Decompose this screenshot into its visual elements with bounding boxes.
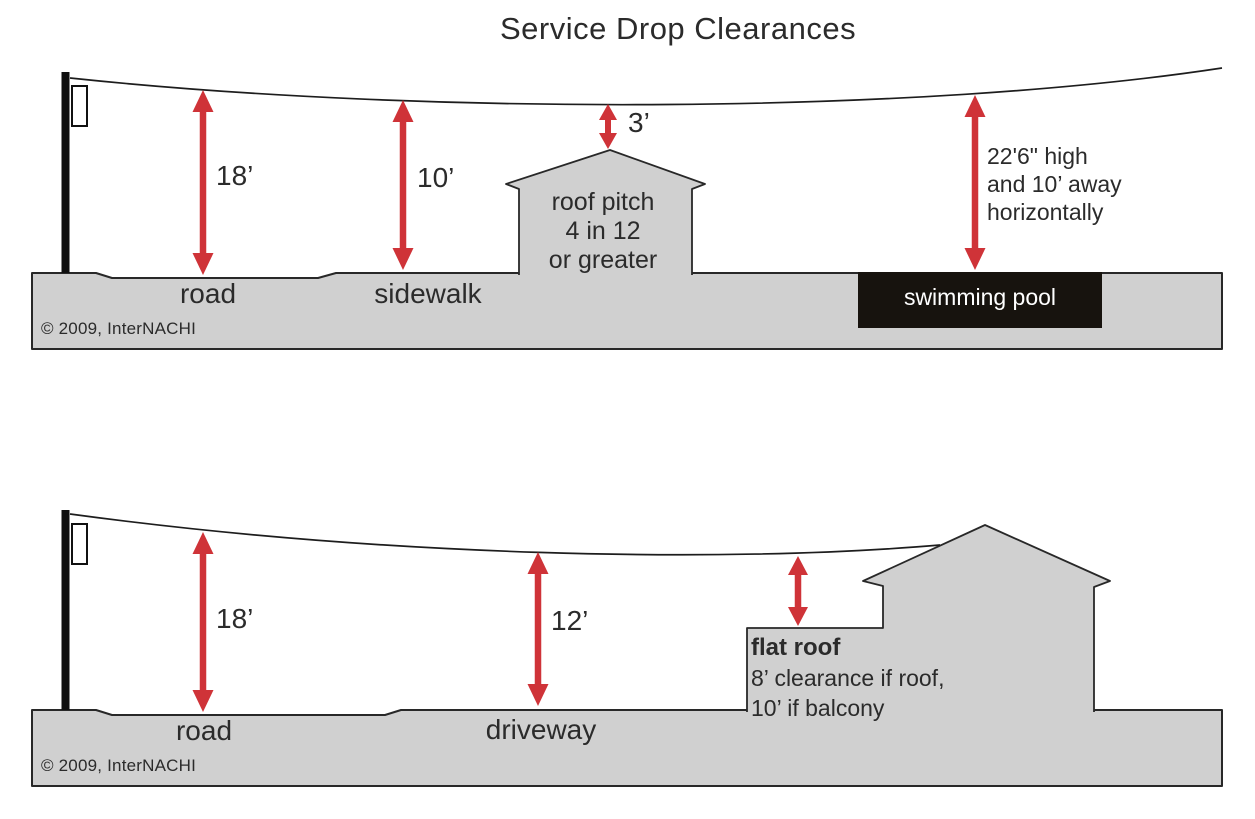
pole-equipment-box-icon-2 [71,523,88,565]
clearance-arrow-roof-peak-3ft [599,104,617,149]
roof-pitch-line1: roof pitch [551,188,655,216]
copyright-top: © 2009, InterNACHI [41,319,197,338]
clearance-arrow-road-18ft [192,90,214,275]
clearance-arrow-pool [964,95,986,270]
pool-note-line3: horizontally [987,199,1104,225]
roof-pitch-line3: or greater [548,246,658,274]
surface-label-road-bottom: road [175,715,233,746]
pool-clearance-note: 22'6" high and 10’ away horizontally [987,142,1122,226]
utility-pole-top [61,72,70,273]
clearance-arrow-road-18ft-2 [192,532,214,712]
clearance-arrow-driveway-12ft [527,552,549,706]
pool-note-line2: and 10’ away [987,171,1122,197]
surface-label-sidewalk: sidewalk [374,278,482,309]
utility-pole-bottom [61,510,70,710]
flat-roof-line1: 8’ clearance if roof, [751,665,945,691]
clearance-label-roof-peak: 3’ [628,107,650,138]
flat-roof-title: flat roof [751,634,841,661]
flat-roof-building-outline [746,524,1111,712]
roof-pitch-line2: 4 in 12 [565,217,641,245]
surface-label-driveway: driveway [485,714,597,745]
flat-roof-line2: 10’ if balcony [751,695,885,721]
roof-pitch-note: roof pitch 4 in 12 or greater [520,188,686,275]
copyright-bottom: © 2009, InterNACHI [41,756,197,775]
clearance-label-sidewalk: 10’ [417,162,455,193]
clearance-label-driveway: 12’ [551,605,589,636]
clearance-arrow-sidewalk-10ft [392,100,414,270]
swimming-pool-label: swimming pool [903,284,1057,310]
surface-label-road-top: road [179,278,237,309]
pitched-roof-house-outline [505,149,706,275]
pitched-roof-house [506,150,705,275]
diagram-title: Service Drop Clearances [500,11,857,46]
flat-roof-note: flat roof 8’ clearance if roof, 10’ if b… [751,633,944,723]
clearance-arrow-flat-roof [788,556,808,626]
service-drop-wire-top [69,67,1223,106]
clearance-label-road-bottom: 18’ [216,603,254,634]
service-drop-wire-bottom [69,513,941,556]
pole-equipment-box-icon [71,85,88,127]
swimming-pool [858,272,1102,328]
pool-note-line1: 22'6" high [987,143,1088,169]
clearance-label-road-top: 18’ [216,160,254,191]
ground-bottom-panel [31,709,1223,787]
flat-roof-building [747,525,1110,712]
